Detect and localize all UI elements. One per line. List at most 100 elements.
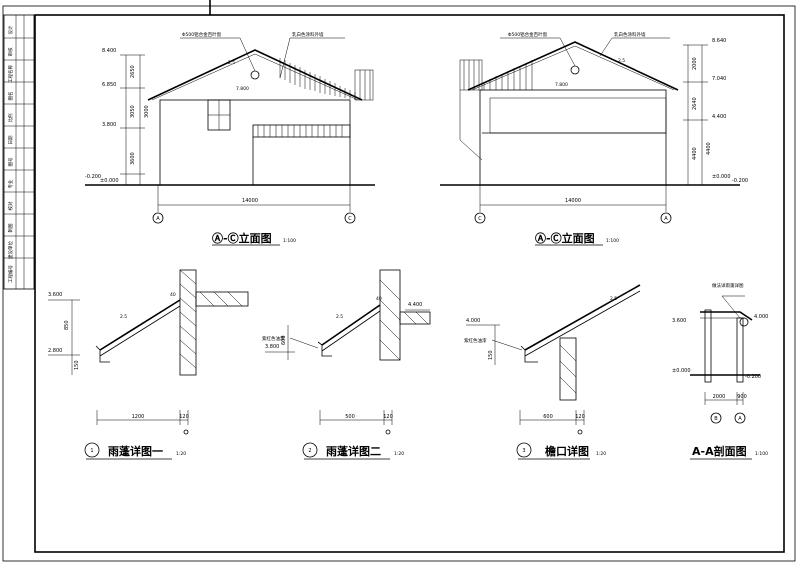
d2-paint-label: 紫红色油漆 [262, 335, 285, 342]
right-dim-2: 2640 [692, 97, 698, 110]
d2-level-1: 4.400 [408, 302, 422, 308]
right-callout-vent: Φ500铝合金百叶窗 [508, 31, 548, 38]
d3-dim-1: 150 [488, 350, 494, 360]
d3-slope: 2.5 [610, 296, 617, 302]
d2-number: 2 [308, 448, 311, 454]
section-level-2: 4.000 [754, 314, 768, 320]
tb-cell-12: 工程编号 [7, 265, 14, 283]
detail-canopy-1: 2.5 40 3.600 2.800 850 150 1200 120 1 雨蓬… [48, 269, 249, 460]
tb-cell-4: 图名 [7, 92, 14, 101]
d2-dim-1: 600 [281, 335, 287, 345]
tb-cell-7: 图号 [8, 157, 14, 166]
right-width-dim: 14000 [565, 198, 581, 204]
d1-level-1: 3.600 [48, 292, 62, 298]
left-level-1: 8.400 [102, 48, 116, 54]
d1-dim-3: 1200 [132, 414, 145, 420]
left-level-3: 3.800 [102, 122, 116, 128]
right-level-3: 4.400 [712, 114, 726, 120]
d2-slope: 2.5 [336, 314, 343, 320]
tb-cell-2: 审核 [7, 47, 14, 56]
tb-cell-11: 建设单位 [7, 241, 14, 259]
left-callout-paint: 乳白色涂料外墙 [292, 31, 324, 38]
left-level-5: ±0.000 [100, 178, 119, 184]
d2-dim-3: 120 [383, 414, 393, 420]
left-eave-level: 7.800 [236, 86, 249, 92]
d1-thick: 40 [170, 292, 176, 298]
right-dim-1: 2000 [692, 57, 698, 70]
tb-cell-1: 设计 [7, 25, 14, 34]
section-level-4: -0.200 [745, 374, 761, 380]
d3-number: 3 [522, 448, 525, 454]
inner-frame [34, 14, 785, 553]
right-dim-4: 4400 [692, 147, 698, 160]
d2-scale: 1:20 [394, 451, 404, 457]
left-slope: 2.5 [228, 60, 235, 66]
title-block: 设计 审核 工程名称 图名 比例 日期 图号 专业 校对 制图 建设单位 工程编… [3, 14, 35, 290]
d2-thick: 40 [376, 296, 382, 302]
tb-cell-3: 工程名称 [7, 65, 14, 83]
section-level-1: 3.600 [672, 318, 686, 324]
right-callout-paint: 乳白色涂料外墙 [614, 31, 646, 38]
d1-level-2: 2.800 [48, 348, 62, 354]
right-level-1: 8.640 [712, 38, 726, 44]
right-dim-3: 4400 [706, 142, 712, 155]
left-dim-2: 3050 [130, 105, 136, 118]
left-callout-vent: Φ500铝合金百叶窗 [182, 31, 222, 38]
d1-title: 雨蓬详图一 [108, 444, 163, 458]
d2-title: 雨蓬详图二 [326, 444, 381, 458]
d3-dim-2: 600 [543, 414, 553, 420]
right-level-2: 7.040 [712, 76, 726, 82]
right-eave-level: 7.800 [555, 82, 568, 88]
elevation-left: Φ500铝合金百叶窗 乳白色涂料外墙 2.5 7.800 8.400 6.850… [85, 31, 375, 246]
section-title: A-A剖面图 [692, 444, 747, 458]
right-elevation-title: Ⓐ-Ⓒ立面图 [535, 231, 595, 245]
left-elevation-title: Ⓐ-Ⓒ立面图 [212, 231, 272, 245]
d3-paint-label: 紫红色油漆 [464, 337, 487, 344]
right-elevation-scale: 1:100 [606, 238, 619, 244]
section-dim-2: 900 [737, 394, 747, 400]
left-dim-4: 3600 [130, 152, 136, 165]
section-axis-right: A [738, 416, 742, 422]
elevation-right: Φ500铝合金百叶窗 乳白色涂料外墙 2.5 7.800 8.640 7.040… [440, 31, 748, 246]
d1-scale: 1:20 [176, 451, 186, 457]
tb-cell-10: 制图 [7, 223, 14, 232]
d1-dim-2: 150 [74, 360, 80, 370]
d3-title: 檐口详图 [545, 444, 589, 458]
right-axis-left: C [478, 216, 482, 222]
d1-slope: 2.5 [120, 314, 127, 320]
d3-dim-3: 120 [575, 414, 585, 420]
left-level-2: 6.850 [102, 82, 116, 88]
section-level-3: ±0.000 [672, 368, 691, 374]
tb-cell-6: 日期 [8, 135, 14, 144]
d2-level-2: 3.800 [265, 344, 279, 350]
d2-dim-2: 500 [345, 414, 355, 420]
section-callout: 做法详雨蓬详图 [712, 282, 744, 289]
left-axis-left: A [156, 216, 160, 222]
section-a-a: 做法详雨蓬详图 3.600 4.000 ±0.000 -0.200 2000 9… [672, 282, 768, 460]
d1-number: 1 [90, 448, 93, 454]
detail-eave: 2.5 4.000 紫红色油漆 150 600 120 3 檐口详图 1:20 [464, 284, 641, 460]
tb-cell-8: 专业 [7, 179, 14, 188]
tb-cell-9: 校对 [7, 201, 14, 210]
section-dim-1: 2000 [713, 394, 726, 400]
right-slope: 2.5 [618, 58, 625, 64]
right-axis-right: A [664, 216, 668, 222]
section-scale: 1:100 [755, 451, 768, 457]
left-elevation-scale: 1:100 [283, 238, 296, 244]
left-dim-1: 2650 [130, 65, 136, 78]
tb-cell-5: 比例 [7, 113, 14, 122]
left-level-4: -0.200 [85, 174, 101, 180]
right-level-5: -0.200 [732, 178, 748, 184]
detail-canopy-2: 2.5 40 4.400 3.800 紫红色油漆 600 500 120 2 雨… [262, 269, 431, 460]
outer-border [2, 5, 796, 562]
d1-dim-1: 850 [64, 320, 70, 330]
left-width-dim: 14000 [242, 198, 258, 204]
right-level-4: ±0.000 [712, 174, 731, 180]
section-axis-left: B [714, 416, 718, 422]
d3-level-1: 4.000 [466, 318, 480, 324]
left-dim-3: 3000 [144, 105, 150, 118]
d3-scale: 1:20 [596, 451, 606, 457]
d1-dim-4: 120 [179, 414, 189, 420]
left-axis-right: C [348, 216, 352, 222]
